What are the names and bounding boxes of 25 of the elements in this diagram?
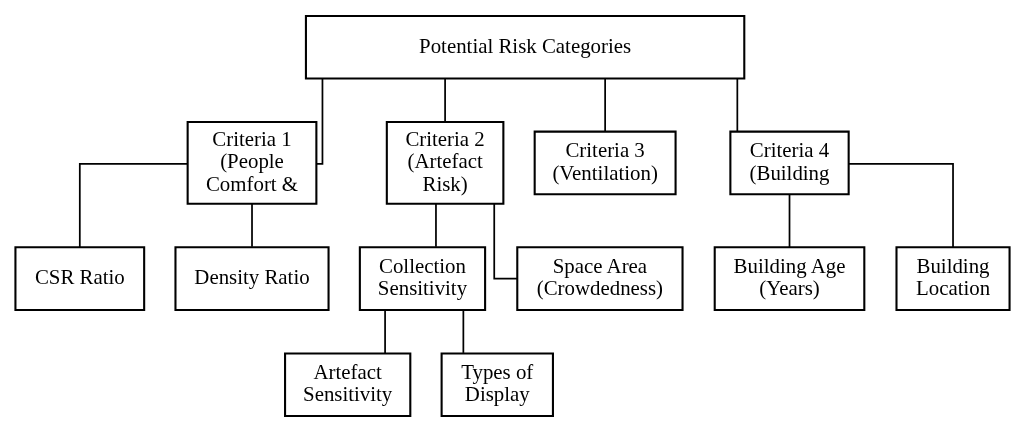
connector xyxy=(444,78,446,123)
node-box: Collection Sensitivity xyxy=(358,246,487,311)
connector xyxy=(78,162,189,249)
node-box: Artefact Sensitivity xyxy=(284,352,412,418)
node-box: CSR Ratio xyxy=(14,246,146,311)
connector xyxy=(736,78,739,133)
connector xyxy=(251,203,253,248)
node-box: Potential Risk Categories xyxy=(304,14,746,80)
node-box: Criteria 4 (Building xyxy=(729,130,850,196)
node-box: Criteria 1 (People Comfort & xyxy=(186,121,318,205)
connector xyxy=(788,193,791,248)
node-box: Building Location xyxy=(895,246,1011,311)
connector xyxy=(384,309,386,354)
node-box: Space Area (Crowdedness) xyxy=(516,246,684,311)
node-box: Criteria 3 (Ventilation) xyxy=(533,130,677,196)
connector xyxy=(315,78,324,165)
node-box: Building Age (Years) xyxy=(713,246,866,311)
connector xyxy=(604,78,606,133)
node-box: Types of Display xyxy=(440,352,554,418)
node-box: Criteria 2 (Artefact Risk) xyxy=(385,121,505,205)
node-box: Density Ratio xyxy=(174,246,330,311)
connector xyxy=(848,162,954,249)
connector xyxy=(435,203,437,248)
connector xyxy=(493,203,519,280)
connector xyxy=(462,309,465,354)
